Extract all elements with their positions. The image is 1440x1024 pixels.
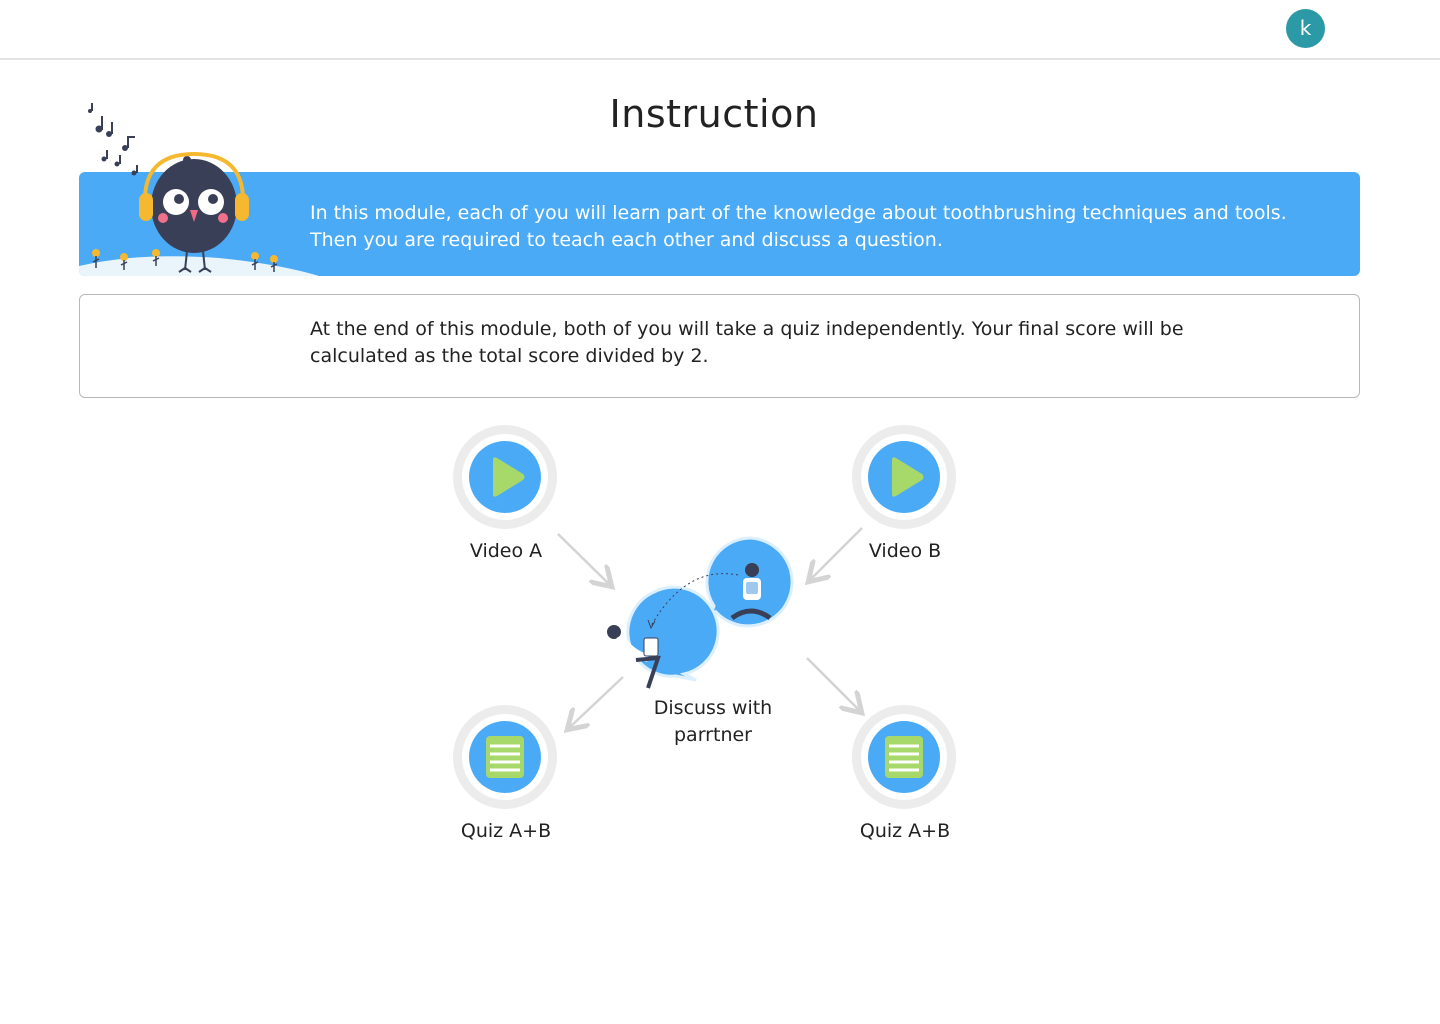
discuss-label[interactable]: Discuss with parrtner [613, 695, 813, 749]
quiz-left-label[interactable]: Quiz A+B [460, 820, 552, 842]
quiz-left-document-icon[interactable] [452, 704, 558, 810]
banner-line-1: In this module, each of you will learn p… [310, 202, 1287, 224]
discussion-illustration-icon [607, 536, 794, 689]
note-line-2: calculated as the total score divided by… [310, 345, 709, 367]
quiz-right-document-icon[interactable] [851, 704, 957, 810]
banner-ground-decoration [79, 256, 319, 276]
banner-line-2: Then you are required to teach each othe… [310, 229, 943, 251]
banner-text: In this module, each of you will learn p… [310, 200, 1330, 254]
video-a-play-icon[interactable] [452, 424, 558, 530]
instruction-banner: In this module, each of you will learn p… [79, 172, 1360, 276]
video-a-label[interactable]: Video A [469, 540, 543, 562]
page-title: Instruction [609, 92, 819, 136]
discuss-label-line-1: Discuss with [653, 697, 773, 719]
music-notes-icon [88, 103, 138, 176]
video-b-play-icon[interactable] [851, 424, 957, 530]
quiz-right-label[interactable]: Quiz A+B [859, 820, 951, 842]
note-line-1: At the end of this module, both of you w… [310, 318, 1184, 340]
top-bar: k [0, 0, 1440, 60]
note-text: At the end of this module, both of you w… [310, 316, 1230, 370]
user-avatar[interactable]: k [1286, 9, 1325, 48]
video-b-label[interactable]: Video B [868, 540, 942, 562]
bird-mascot-icon [88, 103, 278, 273]
quiz-note-box: At the end of this module, both of you w… [79, 294, 1360, 398]
discuss-label-line-2: parrtner [674, 724, 752, 746]
